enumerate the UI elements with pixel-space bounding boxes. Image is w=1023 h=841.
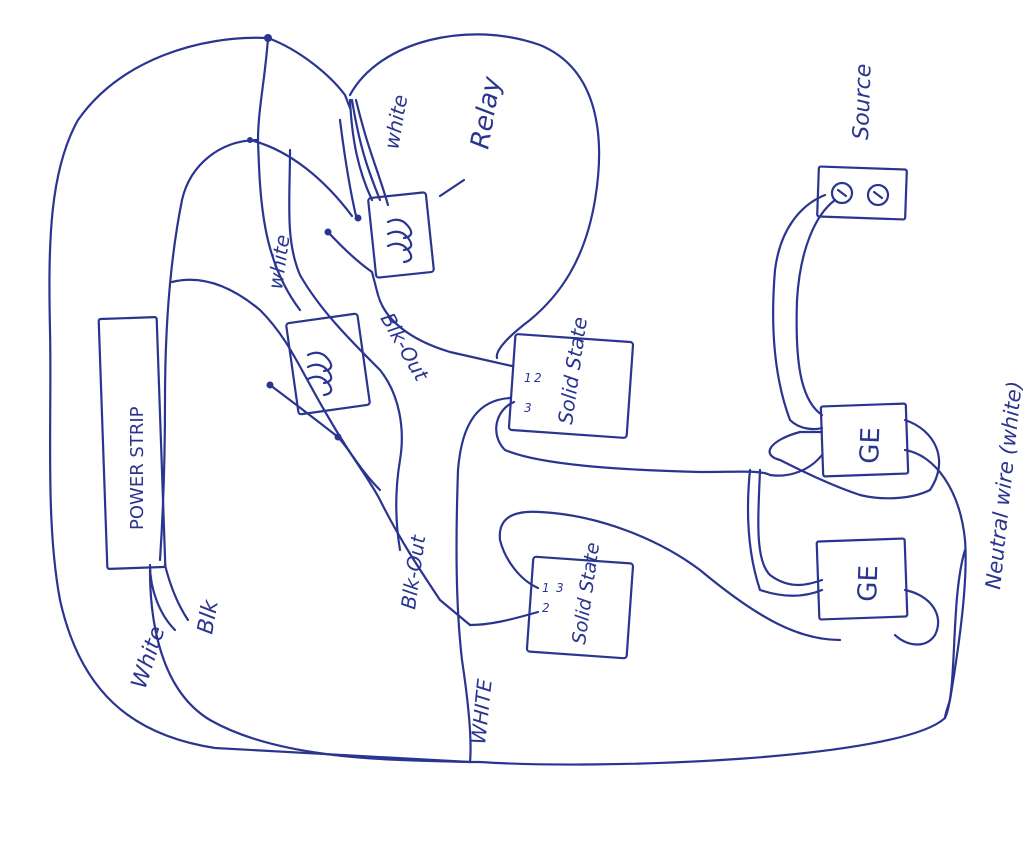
junction-coil2-1 bbox=[266, 381, 274, 389]
outlet-icon bbox=[830, 181, 890, 207]
power-strip: POWER STRIP bbox=[97, 316, 167, 570]
neutral-wire-label: Neutral wire (white) bbox=[981, 380, 1023, 591]
junction-coil2-2 bbox=[334, 433, 342, 441]
wire-ssr-bottom-lead bbox=[498, 510, 842, 642]
ge-top-label: GE bbox=[855, 427, 886, 465]
wire-strip-cords bbox=[148, 563, 190, 632]
ssr-top-pin2: 2 bbox=[534, 371, 542, 385]
source-label: Source bbox=[849, 63, 877, 140]
source-outlet bbox=[816, 165, 908, 221]
junction-relay-2 bbox=[324, 228, 332, 236]
solid-state-relay-top: Solid State 1 2 3 bbox=[507, 315, 635, 439]
junction-top bbox=[264, 34, 272, 42]
wire-neutral bbox=[903, 448, 967, 720]
wire-blk-out-upper bbox=[288, 148, 403, 552]
wire-inner-top bbox=[248, 138, 354, 218]
junction-relay-1 bbox=[354, 214, 362, 222]
relay-coil-upper bbox=[367, 191, 435, 279]
wire-ge-bottom-loop bbox=[757, 468, 940, 646]
blk-label: Blk bbox=[193, 597, 224, 636]
wire-ssr-top-loop bbox=[495, 400, 772, 477]
junction-left bbox=[247, 137, 253, 143]
relay-body bbox=[348, 33, 601, 360]
wire-relay-right bbox=[326, 230, 514, 368]
ssr-top-pin3: 3 bbox=[524, 401, 532, 415]
ge-unit-bottom: GE bbox=[815, 537, 909, 621]
ge-unit-top: GE bbox=[819, 402, 910, 478]
wire-relay-white bbox=[338, 98, 390, 218]
ssr-bottom-label: Solid State bbox=[568, 541, 604, 646]
wire-outer-white bbox=[48, 36, 967, 766]
relay-label: Relay bbox=[465, 74, 507, 151]
coil-icon bbox=[306, 351, 333, 397]
ssr-bottom-pin1: 1 bbox=[542, 581, 550, 595]
white-bottom-label: WHITE bbox=[466, 677, 497, 745]
wire-outer-inner bbox=[148, 36, 472, 764]
wire-top-arc bbox=[266, 36, 352, 110]
wire-left-inner bbox=[170, 278, 472, 627]
power-strip-label: POWER STRIP bbox=[127, 406, 148, 530]
ssr-bottom-pin3: 3 bbox=[556, 581, 564, 595]
wire-inner-arc bbox=[158, 138, 260, 562]
relay-pointer bbox=[438, 178, 466, 198]
ssr-bottom-pin2: 2 bbox=[542, 601, 550, 615]
ssr-top-label: Solid State bbox=[553, 315, 592, 425]
ssr-top-pin1: 1 bbox=[524, 371, 532, 385]
wire-white-vertical bbox=[455, 396, 512, 764]
wire-ssr-top-ge bbox=[746, 453, 824, 597]
solid-state-relay-bottom: Solid State 1 2 3 bbox=[525, 541, 635, 660]
ge-bottom-label: GE bbox=[853, 565, 884, 603]
relay-coil-lower bbox=[285, 312, 371, 416]
blk-out-lower-label: Blk-Out bbox=[396, 533, 430, 611]
white-relay-label: white bbox=[379, 93, 412, 151]
wire-ge-top-loop bbox=[768, 418, 941, 500]
coil-icon bbox=[386, 218, 413, 264]
wire-source bbox=[772, 193, 837, 431]
